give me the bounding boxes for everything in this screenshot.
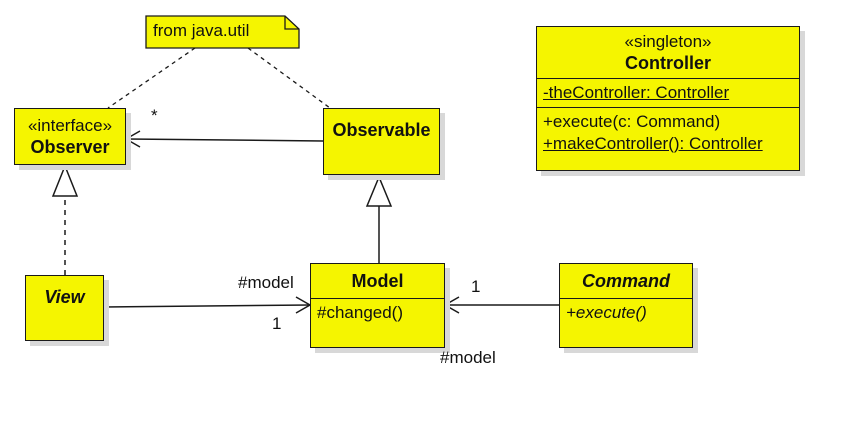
association-observable-observer <box>125 138 324 142</box>
view-model-multiplicity-label: 1 <box>272 314 282 333</box>
controller-operation: +execute(c: Command) <box>543 112 721 131</box>
command-operation: +execute() <box>566 303 647 322</box>
controller-name: Controller <box>624 53 711 73</box>
note-anchor-observable <box>247 47 331 109</box>
observer-multiplicity-label: * <box>151 106 158 125</box>
view-class: View <box>25 275 104 341</box>
controller-operations: +execute(c: Command) +makeController(): … <box>537 107 799 158</box>
controller-stereotype: «singleton» <box>624 32 712 51</box>
observer-class: «interface» Observer <box>14 108 126 165</box>
generalization-triangle-observable <box>365 175 393 207</box>
view-name: View <box>44 287 85 307</box>
observable-class: Observable <box>323 108 440 175</box>
model-operation: #changed() <box>317 303 404 322</box>
command-model-multiplicity-label: 1 <box>471 277 481 296</box>
view-model-role-label: #model <box>238 273 294 292</box>
note-from-java-util: from java.util <box>145 15 300 49</box>
command-class: Command +execute() <box>559 263 693 348</box>
command-model-role-label: #model <box>440 348 496 367</box>
association-view-model <box>103 304 311 308</box>
observable-name: Observable <box>332 120 431 140</box>
association-arrowhead-model-right <box>443 296 460 314</box>
note-anchor-observer <box>107 47 196 109</box>
realization-triangle-observer <box>51 163 79 197</box>
model-name: Model <box>351 271 404 291</box>
command-name: Command <box>581 271 670 291</box>
model-operations: #changed() <box>311 298 444 357</box>
controller-attributes: -theController: Controller <box>537 78 799 107</box>
controller-operation: +makeController(): Controller <box>543 134 763 153</box>
controller-class: «singleton» Controller -theController: C… <box>536 26 800 171</box>
command-operations: +execute() <box>560 298 692 357</box>
observer-stereotype: «interface» <box>27 116 113 135</box>
model-class: Model #changed() <box>310 263 445 348</box>
note-text: from java.util <box>153 21 250 40</box>
association-arrowhead-observer <box>124 130 141 148</box>
observer-name: Observer <box>30 137 110 157</box>
controller-attribute: -theController: Controller <box>543 83 730 102</box>
